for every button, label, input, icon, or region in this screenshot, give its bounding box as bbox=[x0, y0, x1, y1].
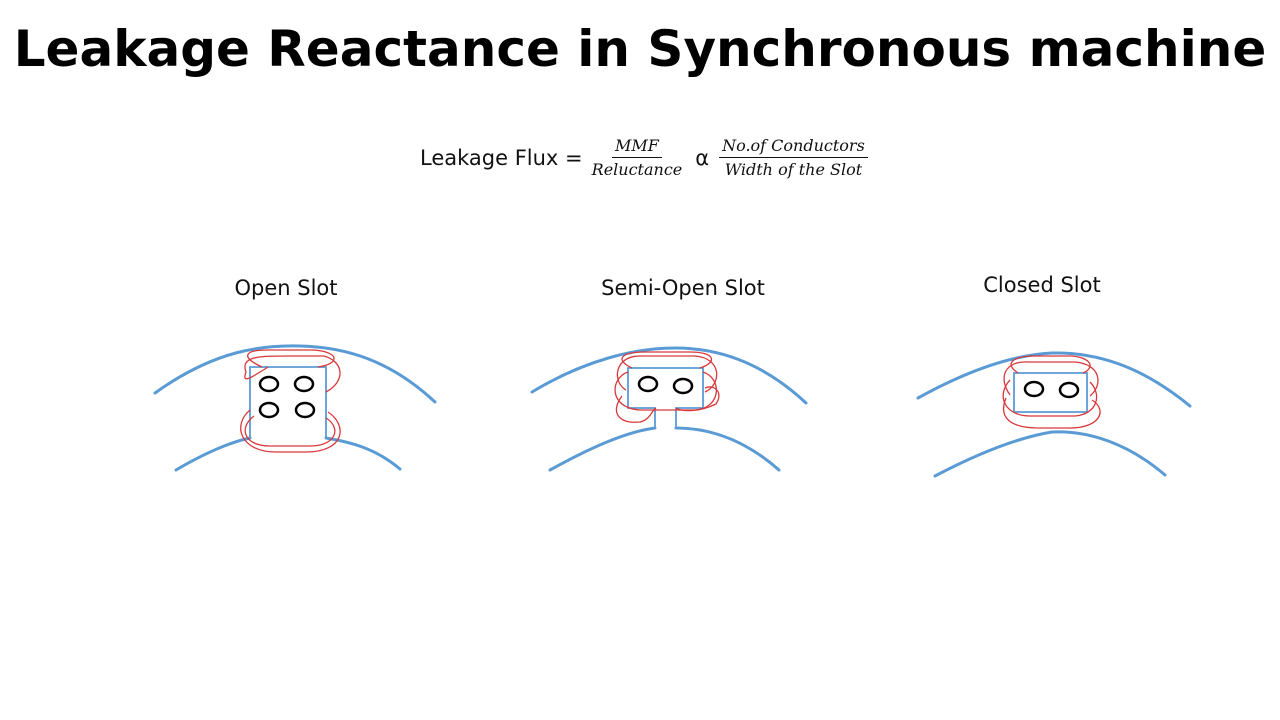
conductor bbox=[294, 401, 316, 419]
stator-inner-arc bbox=[933, 430, 1167, 478]
stator-inner-arc bbox=[174, 436, 402, 472]
open-slot-diagram bbox=[153, 344, 437, 472]
proportional-symbol: α bbox=[695, 145, 710, 170]
open-slot-label: Open Slot bbox=[234, 276, 338, 300]
flux-loop bbox=[244, 415, 336, 447]
closed-slot-diagram bbox=[916, 351, 1192, 478]
flux-loop bbox=[1002, 379, 1098, 417]
fraction-numerator: MMF bbox=[612, 136, 662, 158]
conductor bbox=[637, 375, 659, 393]
flux-loop bbox=[240, 409, 341, 453]
semi-open-slot-outline bbox=[627, 367, 704, 428]
stator-inner-arc bbox=[548, 426, 781, 472]
conductor bbox=[1058, 381, 1080, 399]
flux-loop bbox=[616, 355, 718, 393]
page-title: Leakage Reactance in Synchronous machine bbox=[13, 20, 1267, 78]
flux-loop bbox=[244, 355, 341, 393]
stator-outer-arc bbox=[916, 351, 1192, 408]
semi-open-slot-diagram bbox=[530, 346, 808, 472]
fraction-denominator: Reluctance bbox=[591, 160, 683, 179]
formula-lhs: Leakage Flux = bbox=[420, 145, 583, 170]
stator-outer-arc bbox=[153, 344, 437, 404]
stator-outer-arc bbox=[530, 346, 808, 405]
conductor bbox=[258, 375, 280, 393]
flux-loop bbox=[615, 386, 720, 423]
conductor bbox=[293, 375, 315, 393]
flux-loop bbox=[1002, 397, 1101, 429]
flux-loop bbox=[247, 349, 335, 368]
fraction-denominator: Width of the Slot bbox=[724, 160, 863, 179]
flux-loop bbox=[614, 371, 718, 411]
conductor bbox=[1023, 380, 1045, 398]
leakage-flux-formula: Leakage Flux = MMF Reluctance α No.of Co… bbox=[420, 136, 868, 179]
flux-loop bbox=[621, 351, 712, 369]
flux-loop bbox=[1003, 361, 1099, 397]
fraction-numerator: No.of Conductors bbox=[719, 136, 868, 158]
closed-slot-label: Closed Slot bbox=[983, 273, 1101, 297]
semi-open-slot-label: Semi-Open Slot bbox=[601, 276, 765, 300]
open-slot-outline bbox=[249, 366, 327, 438]
mmf-fraction: MMF Reluctance bbox=[589, 136, 686, 179]
flux-loop bbox=[1010, 355, 1091, 374]
conductor bbox=[672, 377, 694, 395]
conductor bbox=[258, 401, 280, 419]
closed-slot-outline bbox=[1013, 372, 1088, 413]
conductor-fraction: No.of Conductors Width of the Slot bbox=[719, 136, 868, 179]
